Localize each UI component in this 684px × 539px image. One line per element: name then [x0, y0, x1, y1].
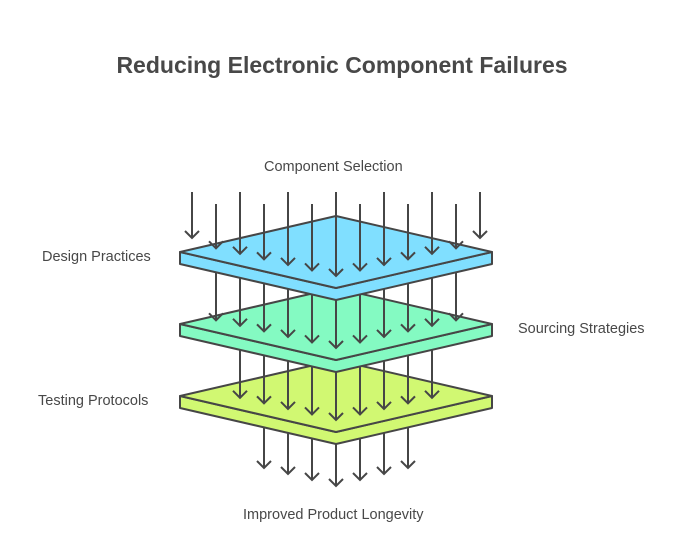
label-improved-product-longevity: Improved Product Longevity	[243, 507, 424, 523]
arrow	[280, 192, 296, 267]
arrow	[232, 349, 248, 400]
arrow	[400, 204, 416, 261]
arrow-head-icon	[352, 472, 368, 482]
arrow	[184, 192, 200, 240]
arrow	[280, 360, 296, 411]
arrows-layer1-to-layer2	[208, 272, 464, 350]
arrow-head-icon	[328, 478, 344, 488]
arrow-head-icon	[280, 401, 296, 411]
arrow	[256, 283, 272, 333]
arrow	[400, 355, 416, 405]
arrow	[256, 204, 272, 261]
arrow	[424, 349, 440, 400]
label-sourcing-strategies: Sourcing Strategies	[518, 321, 645, 337]
arrow-head-icon	[400, 251, 416, 261]
arrow	[376, 288, 392, 339]
arrow-head-icon	[376, 257, 392, 267]
arrow-head-icon	[208, 240, 224, 250]
arrow-head-icon	[304, 262, 320, 272]
label-component-selection: Component Selection	[264, 159, 403, 175]
arrow-head-icon	[352, 334, 368, 344]
arrow-head-icon	[328, 340, 344, 350]
arrow	[328, 372, 344, 422]
arrow-head-icon	[232, 390, 248, 400]
arrow	[208, 204, 224, 250]
arrow	[472, 192, 488, 240]
arrow	[352, 294, 368, 344]
arrow	[352, 438, 368, 482]
arrow-head-icon	[352, 262, 368, 272]
arrow-head-icon	[304, 406, 320, 416]
arrow	[304, 294, 320, 344]
arrow	[424, 192, 440, 256]
arrow	[256, 427, 272, 470]
arrow-head-icon	[208, 312, 224, 322]
arrow	[352, 204, 368, 272]
arrow-head-icon	[376, 466, 392, 476]
arrow	[376, 192, 392, 267]
arrow-head-icon	[400, 323, 416, 333]
arrow	[280, 432, 296, 476]
arrow	[304, 366, 320, 416]
arrow-head-icon	[376, 329, 392, 339]
arrow	[400, 283, 416, 333]
arrow-head-icon	[352, 406, 368, 416]
arrow-head-icon	[328, 268, 344, 278]
arrow	[328, 444, 344, 488]
arrow-head-icon	[256, 460, 272, 470]
arrow-head-icon	[472, 230, 488, 240]
arrow	[232, 192, 248, 256]
arrow	[280, 288, 296, 339]
arrow-head-icon	[400, 460, 416, 470]
arrow	[304, 204, 320, 272]
arrow-head-icon	[400, 395, 416, 405]
arrow	[232, 277, 248, 328]
arrows-layer2-to-layer3	[232, 349, 440, 422]
arrow	[352, 366, 368, 416]
arrow	[376, 432, 392, 476]
arrow-head-icon	[256, 251, 272, 261]
arrow	[424, 277, 440, 328]
arrow-head-icon	[448, 312, 464, 322]
arrow	[304, 438, 320, 482]
arrow-head-icon	[328, 412, 344, 422]
arrow-head-icon	[424, 246, 440, 256]
arrow-head-icon	[448, 240, 464, 250]
arrow	[448, 204, 464, 250]
arrow-head-icon	[424, 318, 440, 328]
arrow	[328, 300, 344, 350]
arrow	[328, 192, 344, 278]
arrow-head-icon	[256, 323, 272, 333]
arrow	[448, 272, 464, 322]
arrow-head-icon	[304, 334, 320, 344]
arrow	[376, 360, 392, 411]
arrow-head-icon	[256, 395, 272, 405]
arrow-head-icon	[232, 246, 248, 256]
arrow-head-icon	[280, 257, 296, 267]
arrow-head-icon	[232, 318, 248, 328]
diagram-title: Reducing Electronic Component Failures	[116, 52, 568, 78]
arrow	[256, 355, 272, 405]
label-design-practices: Design Practices	[42, 249, 151, 265]
arrow-head-icon	[280, 329, 296, 339]
label-testing-protocols: Testing Protocols	[38, 393, 149, 409]
arrow	[400, 427, 416, 470]
arrow-head-icon	[376, 401, 392, 411]
arrow-head-icon	[424, 390, 440, 400]
input-arrows	[184, 192, 488, 278]
arrow-head-icon	[304, 472, 320, 482]
arrow-head-icon	[280, 466, 296, 476]
arrow	[208, 272, 224, 322]
output-arrows	[256, 427, 416, 488]
arrow-head-icon	[184, 230, 200, 240]
